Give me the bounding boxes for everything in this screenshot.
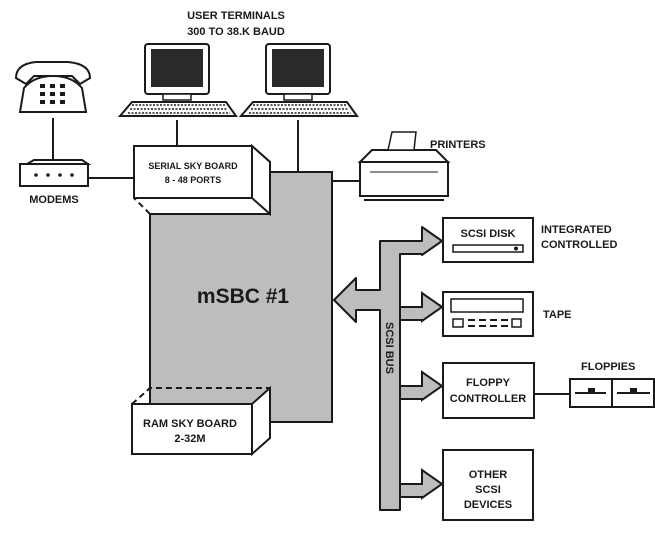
main-board: mSBC #1 (133, 171, 333, 423)
printers-label: PRINTERS (430, 139, 486, 151)
user-terminals-label: USER TERMINALS (187, 10, 285, 22)
ram-board-size: 2-32M (174, 433, 205, 445)
tape-display (450, 298, 524, 313)
modem: MODEMS (19, 159, 92, 206)
other-scsi-line1: OTHER (469, 469, 508, 481)
other-scsi-line3: DEVICES (464, 499, 512, 511)
scsi-disk: SCSI DISK INTEGRATED CONTROLLED (442, 217, 617, 263)
user-terminal-1 (117, 43, 238, 117)
floppy-controller-subtitle: CONTROLLER (450, 393, 526, 405)
serial-board-ports: 8 - 48 PORTS (165, 175, 222, 185)
floppy-controller-title: FLOPPY (466, 377, 511, 389)
scsi-bus: SCSI BUS (333, 226, 444, 511)
modems-label: MODEMS (29, 194, 79, 206)
ram-sky-board: RAM SKY BOARD 2-32M (131, 385, 271, 457)
serial-board-title: SERIAL SKY BOARD (148, 161, 238, 171)
scsi-disk-label: SCSI DISK (460, 228, 515, 240)
ram-board-title: RAM SKY BOARD (143, 418, 237, 430)
other-scsi-devices: OTHER SCSI DEVICES (442, 449, 534, 521)
integrated-label: INTEGRATED (541, 224, 612, 236)
user-terminal-2 (238, 43, 359, 117)
other-scsi-line2: SCSI (475, 484, 501, 496)
baud-rate-label: 300 TO 38.K BAUD (187, 26, 285, 38)
telephone (14, 61, 92, 113)
serial-sky-board: SERIAL SKY BOARD 8 - 48 PORTS (133, 143, 271, 217)
disk-drive-slot (452, 244, 524, 253)
main-board-label: mSBC #1 (197, 285, 290, 308)
scsi-bus-label: SCSI BUS (383, 322, 395, 374)
floppies-label: FLOPPIES (581, 361, 635, 373)
floppy-drives: FLOPPIES (569, 361, 655, 408)
printer: PRINTERS (357, 131, 486, 201)
controlled-label: CONTROLLED (541, 239, 617, 251)
tape-drive: TAPE (442, 291, 572, 337)
tape-label: TAPE (543, 309, 572, 321)
floppy-controller: FLOPPY CONTROLLER (442, 362, 535, 419)
connection-lines (52, 118, 570, 395)
